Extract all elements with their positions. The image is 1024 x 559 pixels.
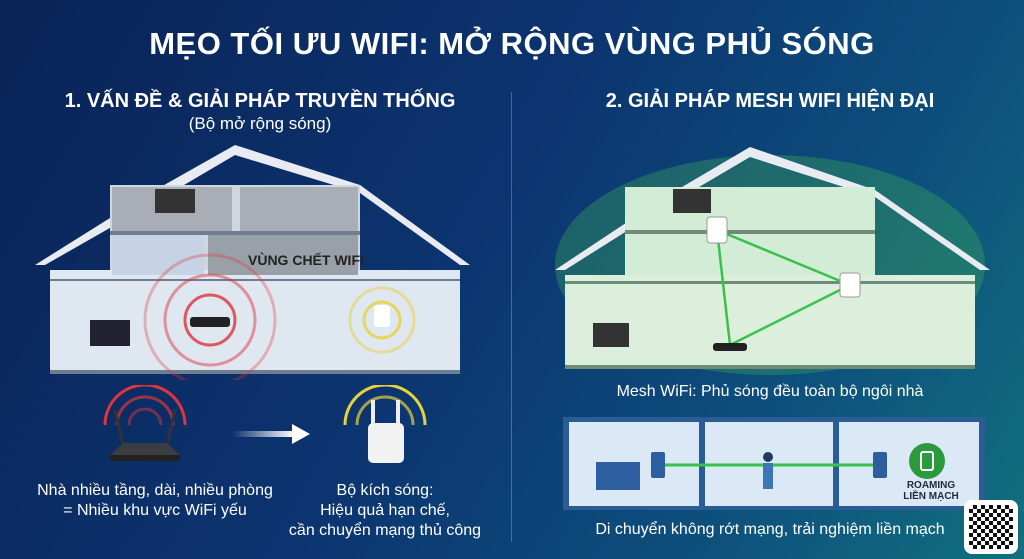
red-signal-waves bbox=[143, 253, 277, 380]
left-subheading: (Bộ mở rộng sóng) bbox=[188, 114, 332, 133]
phone-icon bbox=[651, 452, 665, 478]
caption-line: Nhà nhiều tầng, dài, nhiều phòng bbox=[37, 482, 273, 499]
tv-icon bbox=[593, 323, 629, 347]
person-icon bbox=[763, 452, 773, 462]
yellow-signal-waves bbox=[348, 286, 416, 354]
tv-icon bbox=[90, 320, 130, 346]
router-icon bbox=[190, 317, 230, 327]
caption-line: = Nhiều khu vực WiFi yếu bbox=[63, 502, 247, 519]
extender-icon bbox=[374, 305, 390, 327]
traditional-house-diagram bbox=[35, 145, 470, 380]
phone-icon bbox=[873, 452, 887, 478]
mesh-house-diagram bbox=[555, 147, 990, 375]
roaming-diagram bbox=[563, 417, 985, 510]
mesh-node-icon bbox=[839, 272, 861, 298]
caption-line: Bộ kích sóng: bbox=[336, 482, 434, 499]
right-heading: 2. GIẢI PHÁP MESH WIFI HIỆN ĐẠI bbox=[605, 90, 935, 112]
roaming-badge: ROAMING LIỀN MẠCH bbox=[896, 480, 966, 502]
extender-large-icon bbox=[343, 385, 427, 463]
roaming-caption: Di chuyển không rớt mạng, trải nghiệm li… bbox=[595, 521, 945, 538]
router-large-icon bbox=[103, 385, 187, 461]
tv-icon bbox=[596, 462, 640, 490]
roaming-badge-line: LIỀN MẠCH bbox=[903, 491, 959, 502]
mesh-node-icon bbox=[706, 216, 728, 244]
qr-code[interactable] bbox=[964, 500, 1018, 554]
section-divider bbox=[511, 92, 512, 542]
extender-caption: Bộ kích sóng: Hiệu quả hạn chế, cần chuy… bbox=[285, 481, 485, 541]
dead-zone-label: VÙNG CHẾT WIFI bbox=[248, 252, 364, 268]
mesh-links bbox=[715, 228, 851, 347]
mesh-caption: Mesh WiFi: Phủ sóng đều toàn bộ ngôi nhà bbox=[616, 383, 924, 400]
page-title: MẸO TỐI ƯU WIFI: MỞ RỘNG VÙNG PHỦ SÓNG bbox=[149, 26, 875, 61]
left-heading: 1. VẤN ĐỀ & GIẢI PHÁP TRUYỀN THỐNG bbox=[64, 90, 456, 112]
caption-line: Hiệu quả hạn chế, bbox=[320, 502, 450, 519]
router-icon bbox=[713, 343, 747, 351]
roaming-badge-line: ROAMING bbox=[906, 480, 956, 491]
tv-icon bbox=[155, 189, 195, 213]
router-caption: Nhà nhiều tầng, dài, nhiều phòng = Nhiều… bbox=[20, 481, 290, 521]
tv-icon bbox=[673, 189, 711, 213]
roaming-icon bbox=[909, 443, 945, 479]
arrow-icon bbox=[232, 424, 310, 444]
caption-line: cần chuyển mạng thủ công bbox=[288, 522, 482, 539]
